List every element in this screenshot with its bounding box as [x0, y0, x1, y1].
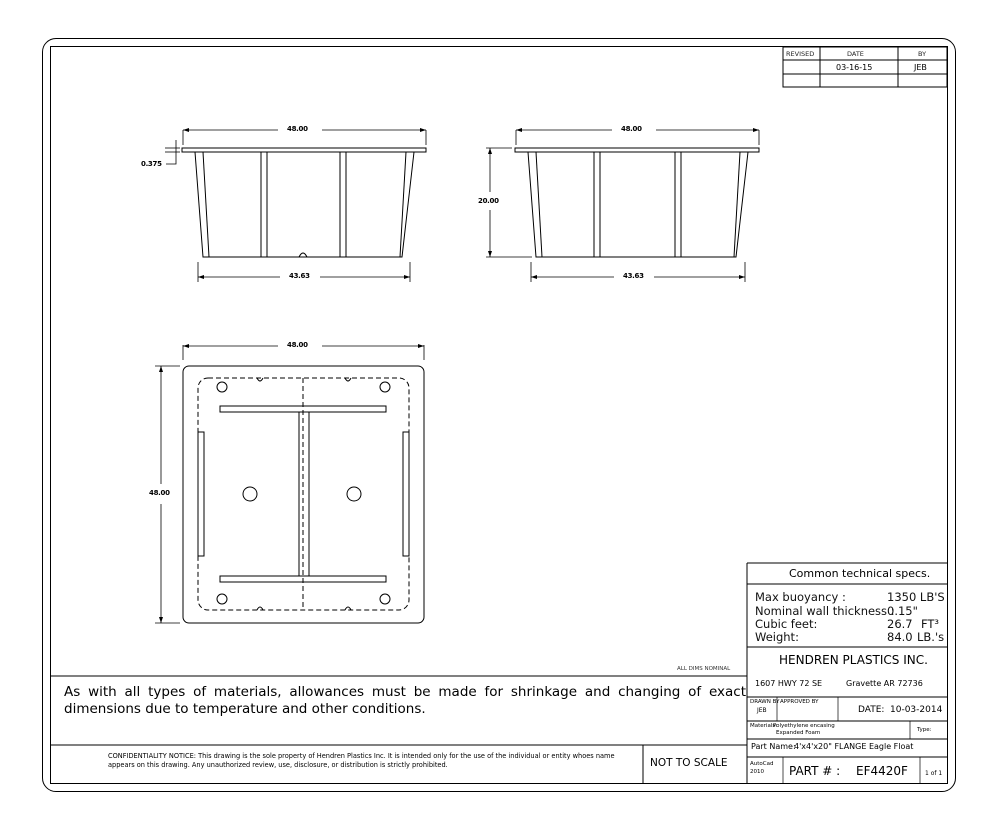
materials-label: Materials:: [750, 723, 778, 729]
part-name-value: 4'x4'x20" FLANGE Eagle Float: [794, 742, 914, 751]
part-name-label: Part Name:: [751, 742, 796, 751]
weight-label: Weight:: [755, 630, 799, 644]
company-address: 1607 HWY 72 SE: [755, 679, 823, 688]
plan-view: [182, 365, 425, 624]
confidentiality-notice: CONFIDENTIALITY NOTICE: This drawing is …: [108, 752, 615, 769]
plan-width-label: 48.00: [287, 341, 308, 349]
drawing-frame: [42, 38, 956, 792]
materials-line-1: Polyethylene encasing: [773, 723, 835, 729]
type-label: Type:: [917, 727, 932, 733]
front-top-width-label: 48.00: [287, 125, 308, 133]
rev-date-value: 03-16-15: [836, 63, 873, 72]
side-top-width-label: 48.00: [621, 125, 642, 133]
allowance-note: As with all types of materials, allowanc…: [64, 684, 746, 717]
front-view: [181, 147, 427, 258]
weight-value: 84.0: [887, 630, 913, 644]
materials-line-2: Expanded Foam: [776, 730, 821, 736]
sheet-number: 1 of 1: [925, 770, 943, 777]
date-label: DATE:: [858, 705, 885, 715]
wall-thickness-value: 0.15": [887, 604, 918, 618]
rev-header-date: DATE: [847, 50, 864, 58]
part-number-value: EF4420F: [856, 764, 908, 778]
buoyancy-value: 1350 LB'S: [887, 590, 945, 604]
part-number-label: PART # :: [789, 764, 841, 778]
rev-by-value: JEB: [914, 63, 927, 72]
software-label: AutoCad: [750, 761, 774, 767]
buoyancy-label: Max buoyancy :: [755, 590, 846, 604]
drawing-border: [50, 46, 948, 784]
front-bottom-width-label: 43.63: [289, 272, 310, 280]
company-city: Gravette AR 72736: [846, 679, 923, 688]
approved-by-label: APPROVED BY: [780, 699, 819, 705]
date-value: 10-03-2014: [890, 705, 943, 715]
weight-unit: LB.'s: [917, 630, 945, 644]
side-bottom-width-label: 43.63: [623, 272, 644, 280]
plan-depth-label: 48.00: [149, 489, 170, 497]
software-year: 2010: [750, 769, 764, 775]
all-dims-nominal: ALL DIMS NOMINAL: [677, 666, 731, 672]
cubic-feet-value: 26.7: [887, 617, 913, 631]
height-label: 20.00: [478, 197, 499, 205]
side-view: [514, 147, 760, 258]
drawn-by-label: DRAWN BY: [750, 699, 780, 705]
drawn-by-value: JEB: [757, 707, 767, 714]
flange-thickness-label: 0.375: [141, 160, 162, 168]
not-to-scale: NOT TO SCALE: [650, 757, 728, 769]
cubic-feet-unit: FT³: [921, 617, 940, 631]
company-name: HENDREN PLASTICS INC.: [779, 653, 928, 667]
cubic-feet-label: Cubic feet:: [755, 617, 818, 631]
rev-header-revised: REVISED: [786, 50, 815, 58]
specs-title: Common technical specs.: [789, 567, 931, 580]
wall-thickness-label: Nominal wall thickness :: [755, 604, 895, 618]
rev-header-by: BY: [918, 50, 927, 58]
